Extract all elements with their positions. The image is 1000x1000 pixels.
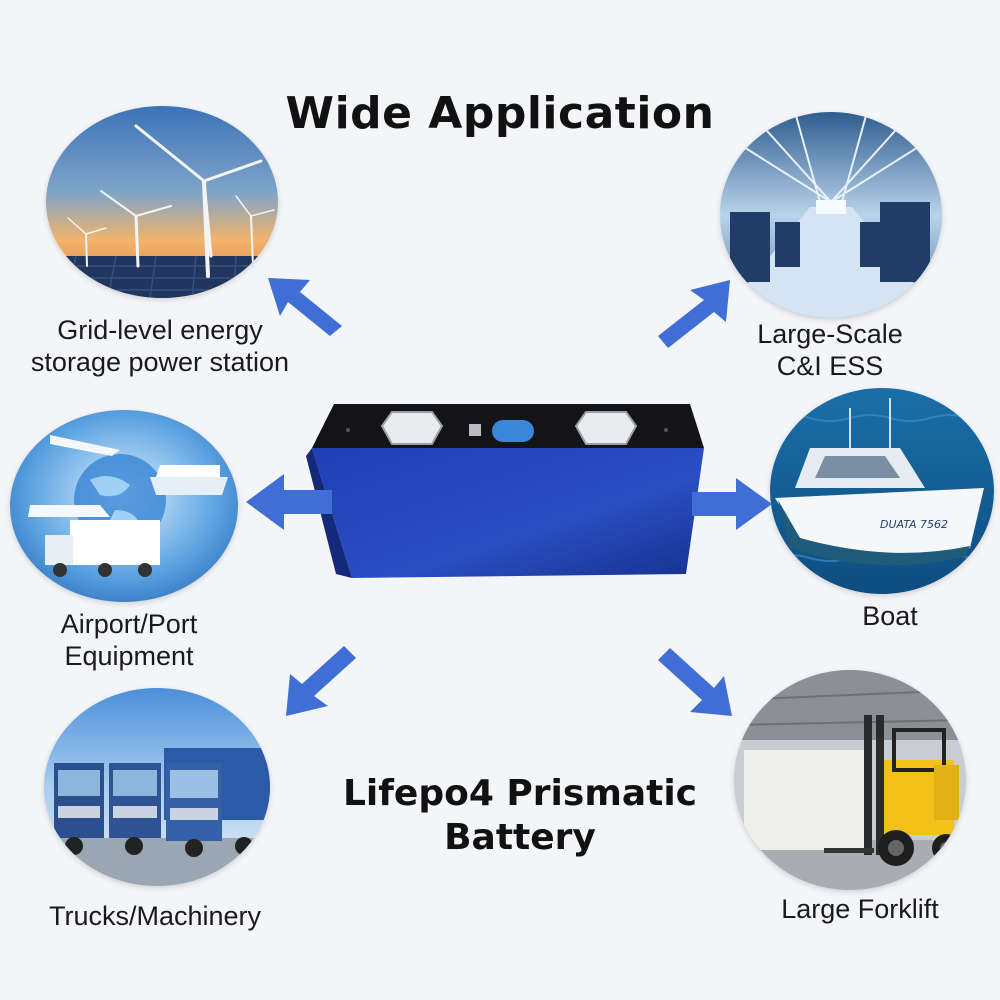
wind-solar-image [46,106,278,298]
label-ci-ess-line1: Large-Scale [757,319,903,349]
battery-image [306,404,712,584]
product-name-line1: Lifepo4 Prismatic [342,773,698,814]
label-forklift: Large Forklift [740,893,980,925]
label-grid-storage-line2: storage power station [30,347,290,377]
svg-text:DUATA 7562: DUATA 7562 [880,518,948,531]
label-ci-ess: Large-Scale C&I ESS [700,318,960,382]
boat-image: DUATA 7562 [770,388,994,594]
label-airport-port-line2: Equipment [64,641,194,671]
arrow-to-trucks-icon [286,646,356,716]
label-airport-port-line1: Airport/Port [60,609,198,639]
label-boat-line1: Boat [862,601,918,631]
label-trucks: Trucks/Machinery [20,900,290,932]
label-trucks-line1: Trucks/Machinery [48,901,262,931]
arrow-to-grid-storage-icon [268,278,342,336]
product-name: Lifepo4 Prismatic Battery [300,772,740,860]
label-grid-storage-line1: Grid-level energy [57,315,263,345]
label-grid-storage: Grid-level energy storage power station [10,314,310,378]
label-ci-ess-line2: C&I ESS [776,351,884,381]
arrow-to-boat-icon [692,478,772,530]
label-boat: Boat [790,600,990,632]
trucks-image [44,688,270,886]
arrow-to-ci-ess-icon [658,280,730,348]
forklift-image [734,670,966,890]
arrow-to-forklift-icon [658,648,732,716]
arrow-to-airport-icon [246,474,332,530]
airport-port-image [10,410,238,602]
product-name-line2: Battery [444,817,596,858]
factory-hall-image [720,112,942,318]
label-forklift-line1: Large Forklift [781,894,939,924]
page-title: Wide Application [285,88,715,139]
label-airport-port: Airport/Port Equipment [0,608,258,672]
